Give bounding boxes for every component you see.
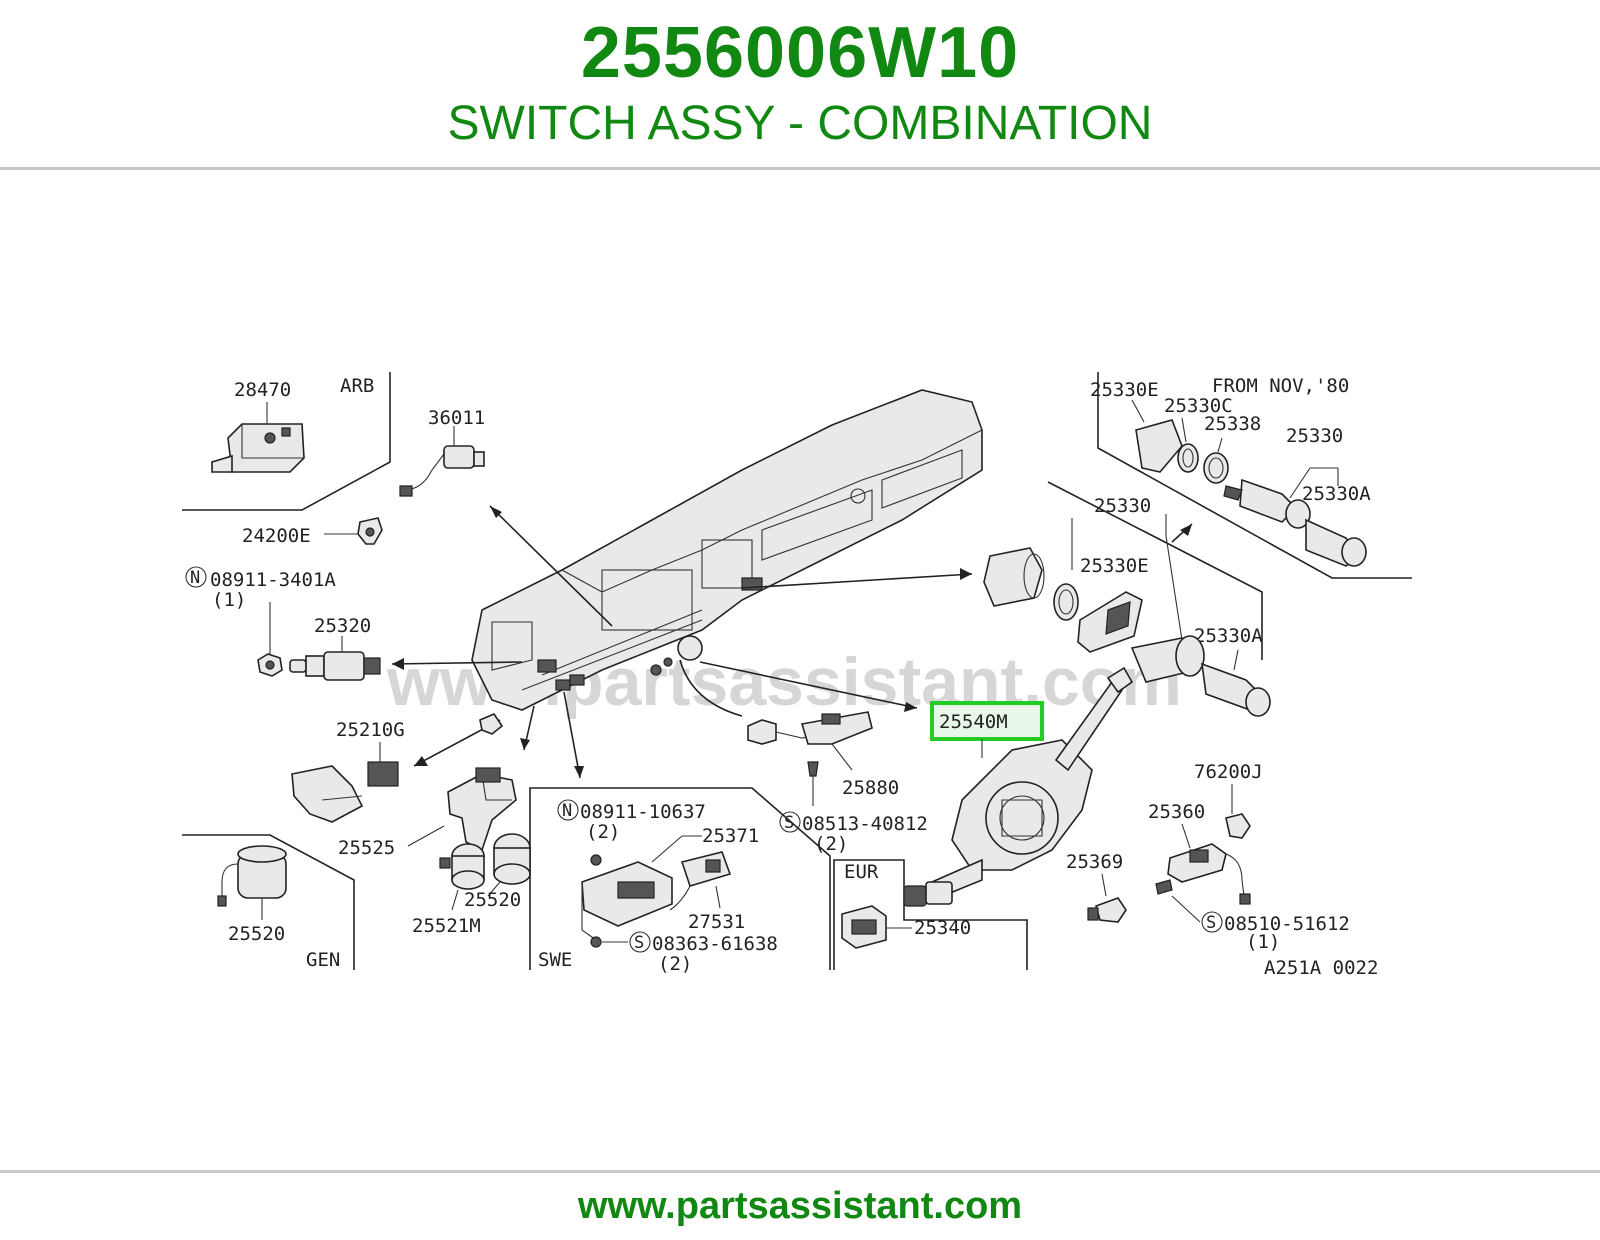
- part-25369-bulb: [1087, 873, 1127, 923]
- label-25320: 25320: [314, 615, 371, 637]
- footer-divider: [0, 1170, 1600, 1173]
- part-number-title: 2556006W10: [580, 13, 1020, 93]
- part-25521m-switch: [439, 843, 485, 911]
- parts-diagram-svg: www.partsassistant.com: [182, 372, 1412, 979]
- footer-url[interactable]: www.partsassistant.com: [577, 1185, 1023, 1227]
- symbol-n-08911-10637: N: [557, 799, 579, 821]
- n-symbol-08911-3401a: N: [190, 568, 200, 588]
- part-08510-51612-screw: S: [1171, 895, 1223, 933]
- page-header: 2556006W10 SWITCH ASSY - COMBINATION: [0, 0, 1600, 170]
- part-25880-bracket: [747, 711, 873, 771]
- label-25369: 25369: [1066, 851, 1123, 873]
- label-25520-mid: 25520: [464, 889, 521, 911]
- header-divider: [0, 167, 1600, 170]
- label-08510-51612: 08510-51612: [1224, 913, 1350, 935]
- part-25210g-relay: [291, 713, 504, 823]
- label-25210g: 25210G: [336, 719, 405, 741]
- label-25371: 25371: [702, 825, 759, 847]
- svg-text:S: S: [1206, 913, 1216, 933]
- region-from-nov-frame: [1097, 372, 1412, 579]
- qty-08510-51612: (1): [1246, 931, 1280, 953]
- svg-text:S: S: [634, 933, 644, 953]
- label-25330c: 25330C: [1164, 395, 1233, 417]
- label-region-swe: SWE: [538, 949, 572, 971]
- part-25330-mid-assembly: [983, 514, 1271, 717]
- label-24200e: 24200E: [242, 525, 311, 547]
- part-08513-40812-screw: S: [779, 761, 819, 833]
- qty-08513-40812: (2): [814, 833, 848, 855]
- region-25330-frame: [1047, 481, 1263, 660]
- part-name-subtitle: SWITCH ASSY - COMBINATION: [447, 97, 1153, 150]
- label-from-nov-80: FROM NOV,'80: [1212, 375, 1349, 397]
- label-08911-10637: 08911-10637: [580, 801, 706, 823]
- part-28470-sensor: [211, 402, 305, 473]
- part-76200j-clip: [1225, 784, 1251, 839]
- instrument-panel: [471, 389, 983, 711]
- qty-08911-10637: (2): [586, 821, 620, 843]
- part-36011-switch: [399, 426, 485, 497]
- part-24200e-clip: [324, 517, 383, 545]
- label-36011: 36011: [428, 407, 485, 429]
- parts-diagram: www.partsassistant.com: [182, 330, 1418, 1010]
- part-27531-connector: [669, 851, 732, 911]
- part-25330-top-assembly: [1131, 399, 1367, 567]
- label-08363-61638: 08363-61638: [652, 933, 778, 955]
- part-25525-bracket: [407, 767, 517, 852]
- label-25340: 25340: [914, 917, 971, 939]
- label-25330-mid: 25330: [1094, 495, 1151, 517]
- highlight-box-25540m[interactable]: 25540M: [930, 701, 1044, 741]
- part-08911-3401a-nut: N: [185, 566, 283, 677]
- part-25520-gen-switch: [217, 845, 287, 920]
- label-25521m: 25521M: [412, 915, 481, 937]
- label-28470: 28470: [234, 379, 291, 401]
- part-08363-61638-screw: S: [590, 931, 651, 953]
- label-76200j: 76200J: [1194, 761, 1263, 783]
- label-08911-3401a: 08911-3401A: [210, 569, 336, 591]
- label-08513-40812: 08513-40812: [802, 813, 928, 835]
- label-27531: 27531: [688, 911, 745, 933]
- part-25540m-combination-switch: [903, 666, 1134, 907]
- label-25360: 25360: [1148, 801, 1205, 823]
- part-25520-mid-switch: [487, 833, 531, 897]
- label-25330a-top: 25330A: [1302, 483, 1371, 505]
- label-25525: 25525: [338, 837, 395, 859]
- svg-text:S: S: [784, 813, 794, 833]
- qty-08363-61638: (2): [658, 953, 692, 975]
- label-region-arb: ARB: [340, 375, 374, 397]
- part-25320-switch: [289, 636, 381, 681]
- label-25330e-mid: 25330E: [1080, 555, 1149, 577]
- qty-08911-3401a: (1): [212, 589, 246, 611]
- label-25880: 25880: [842, 777, 899, 799]
- label-25540m[interactable]: 25540M: [939, 711, 1008, 733]
- label-25330-top: 25330: [1286, 425, 1343, 447]
- part-25371-housing: [581, 835, 702, 941]
- region-gen-frame: [182, 834, 355, 970]
- label-region-gen: GEN: [306, 949, 340, 971]
- svg-text:N: N: [562, 801, 572, 821]
- label-25330a-mid: 25330A: [1194, 625, 1263, 647]
- part-25340-switch: [841, 905, 912, 949]
- label-25330e-top: 25330E: [1090, 379, 1159, 401]
- leader-arrows: [391, 505, 1193, 779]
- label-region-eur: EUR: [844, 861, 879, 883]
- part-25360-switch: [1155, 823, 1251, 905]
- region-arb-frame: [182, 372, 391, 511]
- label-25338: 25338: [1204, 413, 1261, 435]
- label-drawing-id: A251A 0022: [1264, 957, 1378, 979]
- label-25520-gen: 25520: [228, 923, 285, 945]
